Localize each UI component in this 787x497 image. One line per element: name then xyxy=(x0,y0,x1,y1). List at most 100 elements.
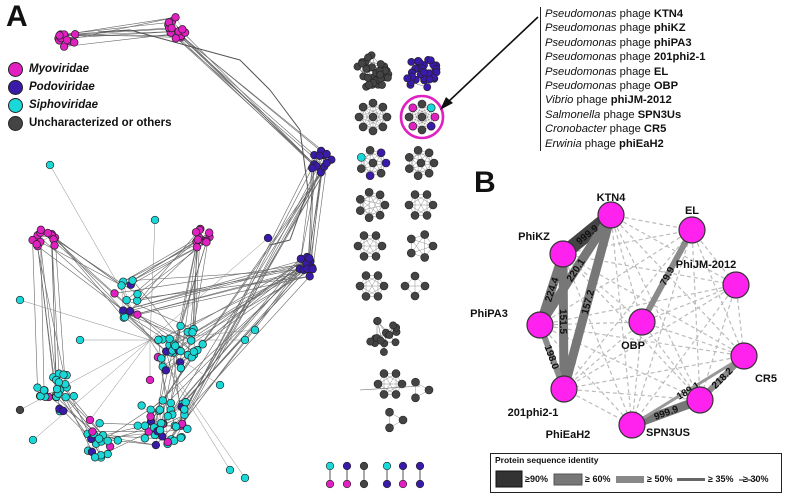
network-edge xyxy=(307,155,315,264)
network-edge xyxy=(64,32,186,47)
network-b-node xyxy=(730,342,758,370)
phage-word: phage xyxy=(573,94,611,107)
network-node xyxy=(202,238,211,247)
cluster-node xyxy=(413,171,423,180)
cluster-node xyxy=(379,369,389,378)
network-edge xyxy=(75,34,181,38)
network-node xyxy=(308,164,317,173)
network-node xyxy=(154,335,163,344)
network-node xyxy=(322,158,331,168)
network-node xyxy=(155,405,165,414)
cluster-node xyxy=(368,112,378,122)
network-node xyxy=(122,295,131,305)
pair-node xyxy=(359,461,369,471)
network-b-node xyxy=(686,386,714,414)
network-edge xyxy=(51,234,122,286)
cluster-node xyxy=(429,158,439,168)
cluster-node xyxy=(410,211,420,220)
phage-list-item: Pseudomonas phage 201phi2-1 xyxy=(545,50,705,64)
network-node xyxy=(140,421,150,430)
phage-genus: Pseudomonas xyxy=(545,80,617,93)
network-edge xyxy=(161,268,313,359)
dashed-edge xyxy=(610,214,745,357)
network-node xyxy=(94,434,104,443)
network-edge xyxy=(123,261,311,311)
phage-genus: Pseudomonas xyxy=(545,65,617,78)
network-edge xyxy=(66,17,176,41)
cluster-node xyxy=(376,70,385,79)
dashed-edge xyxy=(631,229,693,426)
cluster-node xyxy=(380,200,390,210)
network-edge xyxy=(59,17,176,36)
legend-item-other: Uncharacterized or others xyxy=(8,114,172,132)
network-node xyxy=(95,419,104,428)
siphoviridae-swatch xyxy=(8,97,23,113)
podoviridae-swatch xyxy=(8,79,23,95)
network-node xyxy=(103,436,112,446)
cluster-node xyxy=(361,271,371,280)
cluster-edge xyxy=(359,385,421,391)
network-edge xyxy=(89,339,151,421)
cluster-node xyxy=(378,81,386,89)
pair-node xyxy=(325,479,335,489)
cluster-node xyxy=(378,122,388,132)
network-edge xyxy=(150,261,311,410)
network-edge xyxy=(37,235,124,311)
cluster-node xyxy=(430,112,440,122)
network-node xyxy=(125,307,135,316)
phage-name: CR5 xyxy=(643,123,667,136)
phage-word: phage xyxy=(600,108,638,121)
network-edge xyxy=(54,237,66,385)
network-b-node xyxy=(526,311,554,339)
cluster-node xyxy=(404,112,414,122)
cluster-node xyxy=(371,252,381,261)
cluster-node xyxy=(416,158,426,168)
network-node xyxy=(59,370,68,379)
network-node xyxy=(181,398,190,407)
network-edge xyxy=(180,37,315,156)
network-b-node xyxy=(678,216,706,244)
cluster-node xyxy=(414,57,423,65)
phage-word: phage xyxy=(616,8,654,20)
network-edge xyxy=(172,352,183,424)
cluster-node xyxy=(404,153,414,162)
network-node xyxy=(322,149,331,159)
network-edge xyxy=(58,30,179,39)
cluster-node xyxy=(385,423,394,433)
network-node xyxy=(193,235,203,244)
cluster-node xyxy=(398,415,408,425)
network-edge xyxy=(168,22,322,173)
network-node xyxy=(39,386,49,395)
network-edge xyxy=(132,280,195,355)
dashed-edge xyxy=(691,229,745,357)
cluster-node xyxy=(407,58,416,66)
network-edge xyxy=(123,276,310,319)
cluster-node xyxy=(366,337,375,346)
dashed-edge xyxy=(563,355,745,390)
legend-item-siphoviridae: Siphoviridae xyxy=(8,96,172,114)
dashed-edge xyxy=(641,284,737,323)
pair-node xyxy=(398,479,408,489)
network-node xyxy=(305,272,314,281)
cluster-node xyxy=(391,338,400,347)
network-edge xyxy=(37,245,124,311)
network-b-node-label: KTN4 xyxy=(597,192,627,204)
network-edge xyxy=(307,172,322,269)
network-edge xyxy=(162,268,308,425)
identity-item: ≥ 35% xyxy=(708,474,734,484)
network-node xyxy=(117,281,126,290)
dashed-edge xyxy=(539,324,745,357)
legend-label: Myoviridae xyxy=(29,63,90,75)
cluster-node xyxy=(417,112,427,122)
network-a-nodes xyxy=(15,13,336,483)
phage-word: phage xyxy=(606,123,644,136)
network-edge xyxy=(129,228,201,312)
network-node xyxy=(32,240,41,249)
cluster-node xyxy=(410,190,420,199)
cluster-node xyxy=(417,125,427,135)
cluster-node xyxy=(356,153,366,162)
network-node xyxy=(180,405,189,414)
cluster-node xyxy=(420,230,430,239)
identity-item: ≥ 60% xyxy=(585,474,611,484)
network-node xyxy=(146,405,155,414)
